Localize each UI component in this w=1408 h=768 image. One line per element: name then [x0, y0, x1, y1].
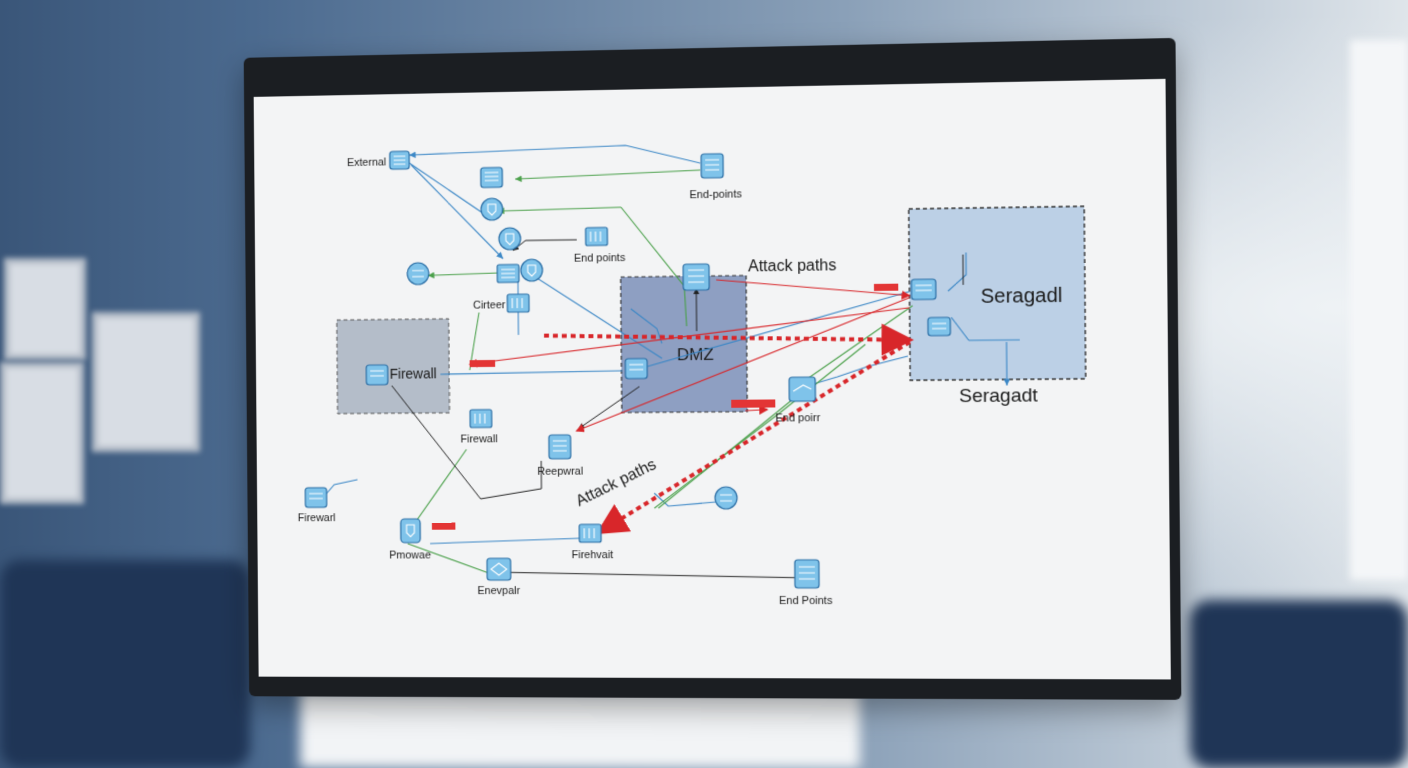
node-label-firehvait: Firehvait [572, 549, 614, 561]
shield-icon[interactable] [401, 519, 421, 543]
alert-tag [731, 399, 776, 408]
switch-icon[interactable] [507, 294, 529, 312]
shield-icon[interactable] [499, 228, 521, 250]
wall-frame-lower [0, 362, 84, 504]
node-label-reepwral: Reepwral [537, 466, 583, 478]
shield-icon[interactable] [521, 259, 543, 281]
wall-frame-left [4, 258, 86, 360]
router-icon[interactable] [789, 377, 815, 401]
node-label-firewall-lower: Firewall [460, 433, 497, 445]
server-icon[interactable] [481, 167, 503, 187]
server-icon[interactable] [795, 560, 819, 588]
node-label-external: External [347, 156, 386, 169]
switch-icon[interactable] [470, 410, 492, 428]
node-label-endpoints-mid: End points [574, 252, 626, 265]
secure-zone [909, 206, 1086, 380]
firewall-zone [337, 319, 450, 414]
alert-tag [431, 522, 456, 530]
server-icon[interactable] [700, 153, 724, 179]
database-icon[interactable] [911, 279, 936, 299]
attack-paths-label-top: Attack paths [748, 257, 837, 275]
dmz-zone [621, 275, 748, 412]
secure-zone-caption: Seragadt [959, 384, 1039, 406]
node-label-endpoints-bottom: End Points [779, 595, 833, 607]
dmz-zone-label: DMZ [677, 345, 714, 365]
alert-tag [873, 283, 899, 291]
node-label-enevpalr: Enevpalr [477, 585, 520, 597]
node-label-firewarl: Firewarl [298, 512, 336, 524]
switch-icon[interactable] [586, 227, 608, 245]
table-center [300, 690, 860, 768]
router-icon[interactable] [714, 485, 737, 510]
server-icon[interactable] [390, 151, 410, 169]
router-icon[interactable] [487, 558, 511, 580]
node-label-endpoint-right: End poirr [775, 412, 820, 424]
database-icon[interactable] [928, 317, 951, 335]
network-diagram: Firewall DMZ Seragadl Seragadt [254, 79, 1171, 680]
node-label-endpoints-top: End-points [689, 188, 742, 201]
sofa-left [0, 560, 250, 768]
server-icon[interactable] [497, 264, 519, 282]
node-label-circuit: Cirteer [473, 299, 506, 311]
secure-zone-label: Seragadl [981, 285, 1063, 308]
alert-tag [469, 359, 496, 368]
shield-icon[interactable] [481, 198, 503, 220]
monitor: Firewall DMZ Seragadl Seragadt [244, 38, 1182, 700]
server-icon[interactable] [683, 263, 710, 292]
diagram-screen: Firewall DMZ Seragadl Seragadt [254, 79, 1171, 680]
switch-icon[interactable] [579, 524, 601, 542]
node-label-pmowae: Pmowae [389, 549, 431, 561]
database-icon[interactable] [366, 365, 388, 385]
sofa-right [1190, 600, 1408, 768]
database-icon[interactable] [305, 488, 326, 508]
wall-frame-middle [92, 312, 200, 452]
firewall-zone-label: Firewall [390, 365, 437, 381]
server-icon[interactable] [549, 435, 571, 459]
database-icon[interactable] [625, 359, 647, 379]
window-right [1350, 40, 1408, 580]
router-icon[interactable] [407, 263, 429, 285]
